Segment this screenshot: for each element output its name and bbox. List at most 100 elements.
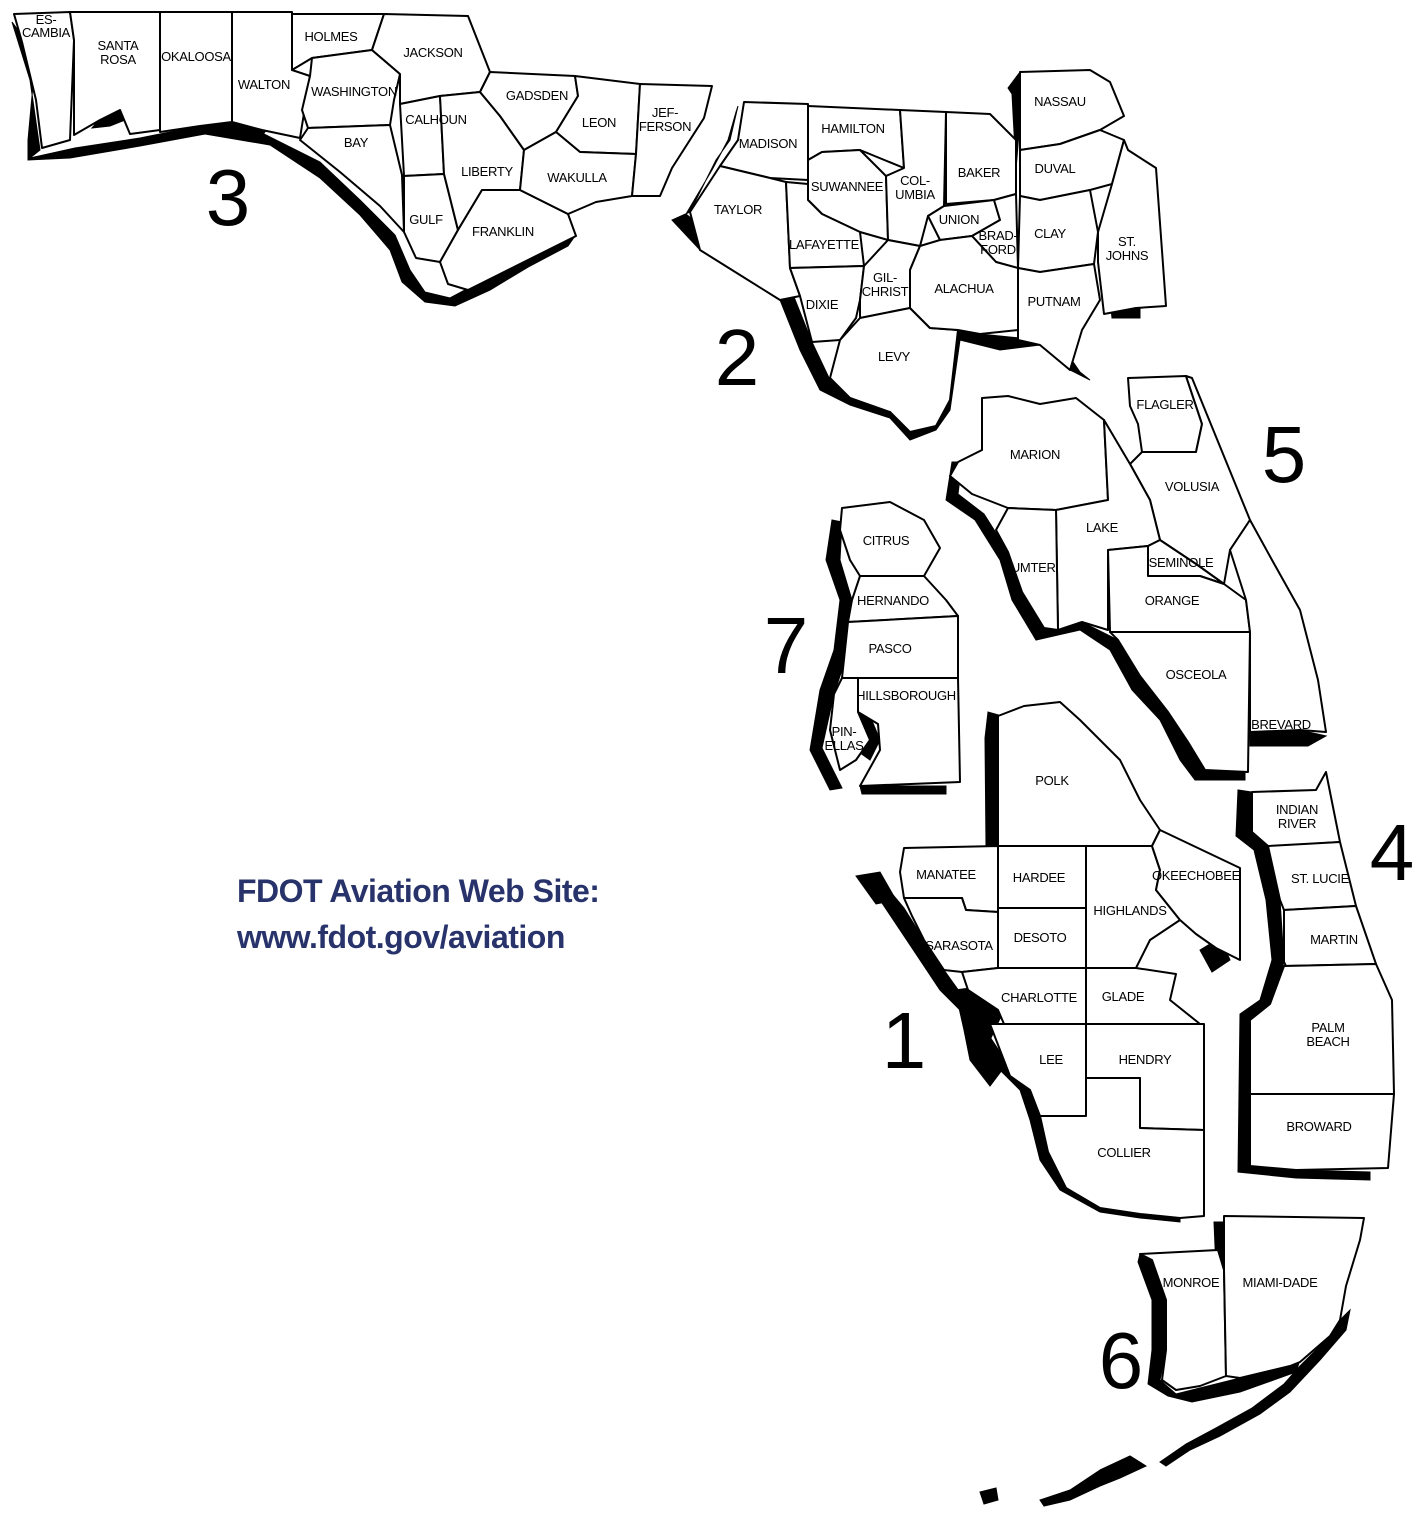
- county-label-gadsden: GADSDEN: [506, 88, 568, 103]
- county-polk: [997, 701, 1161, 847]
- county-label-polk: POLK: [1035, 773, 1069, 788]
- county-label-dixie: DIXIE: [806, 297, 839, 312]
- county-putnam: [1017, 263, 1101, 371]
- county-label-columbia: COL-UMBIA: [895, 173, 935, 202]
- county-label-gilchrist: GIL-CHRIST: [862, 270, 909, 299]
- county-label-jefferson: JEF-FERSON: [639, 105, 691, 134]
- county-label-bradford: BRAD-FORD: [979, 228, 1018, 257]
- district-number-6: 6: [1099, 1316, 1144, 1405]
- county-label-sumter: SUMTER: [1002, 560, 1055, 575]
- district-number-4: 4: [1370, 808, 1415, 897]
- district-2-region: [671, 69, 1167, 441]
- county-label-monroe: MONROE: [1163, 1275, 1220, 1290]
- county-label-hamilton: HAMILTON: [821, 121, 885, 136]
- county-label-collier: COLLIER: [1097, 1145, 1151, 1160]
- district-number-2: 2: [715, 313, 760, 402]
- county-label-pinellas: PIN-ELLAS: [825, 724, 865, 753]
- county-miami-dade: [1223, 1215, 1365, 1379]
- county-label-hernando: HERNANDO: [857, 593, 929, 608]
- county-calhoun: [399, 95, 445, 177]
- district-7-coastline: [809, 519, 853, 791]
- county-label-desoto: DESOTO: [1014, 930, 1067, 945]
- county-monroe: [1139, 1249, 1227, 1391]
- county-label-holmes: HOLMES: [304, 29, 358, 44]
- county-label-suwannee: SUWANNEE: [811, 179, 884, 194]
- county-brevard: [1229, 519, 1327, 733]
- county-label-bay: BAY: [344, 135, 369, 150]
- county-label-orange: ORANGE: [1145, 593, 1200, 608]
- county-label-hillsborough: HILLSBOROUGH: [856, 688, 956, 703]
- county-label-nassau: NASSAU: [1034, 94, 1086, 109]
- district-numbers: 3 2 5 7 4 1 6: [206, 153, 1415, 1405]
- county-sumter: [995, 507, 1059, 631]
- county-label-martin: MARTIN: [1310, 932, 1358, 947]
- county-pinellas: [829, 677, 871, 771]
- county-label-putnam: PUTNAM: [1027, 294, 1080, 309]
- county-label-taylor: TAYLOR: [714, 202, 762, 217]
- county-label-jackson: JACKSON: [403, 45, 462, 60]
- county-label-st-lucie: ST. LUCIE: [1291, 871, 1350, 886]
- county-alachua: [909, 235, 1019, 335]
- county-label-union: UNION: [939, 212, 979, 227]
- county-label-washington: WASHINGTON: [311, 84, 397, 99]
- county-label-hendry: HENDRY: [1119, 1052, 1172, 1067]
- county-label-pasco: PASCO: [868, 641, 911, 656]
- district-number-3: 3: [206, 153, 251, 242]
- county-label-marion: MARION: [1010, 447, 1060, 462]
- county-label-franklin: FRANKLIN: [472, 224, 534, 239]
- county-baker: [945, 111, 1017, 205]
- district-3-region: [11, 11, 713, 307]
- county-okaloosa: [159, 11, 233, 133]
- county-label-sarasota: SARASOTA: [925, 938, 993, 953]
- county-broward: [1249, 1093, 1395, 1171]
- county-label-madison: MADISON: [739, 136, 798, 151]
- district-number-5: 5: [1262, 410, 1307, 499]
- district-6-region: [979, 1215, 1365, 1507]
- district-5-region: [945, 375, 1328, 781]
- county-collier: [1039, 1077, 1205, 1219]
- county-label-broward: BROWARD: [1286, 1119, 1351, 1134]
- county-label-st-johns: ST.JOHNS: [1106, 234, 1149, 263]
- county-okeechobee: [1151, 829, 1241, 961]
- county-label-highlands: HIGHLANDS: [1093, 903, 1167, 918]
- county-label-miami-dade: MIAMI-DADE: [1242, 1275, 1318, 1290]
- district-number-7: 7: [764, 601, 809, 690]
- county-jefferson: [631, 83, 713, 197]
- county-label-hardee: HARDEE: [1013, 870, 1066, 885]
- county-label-okeechobee: OKEECHOBEE: [1152, 868, 1241, 883]
- county-label-calhoun: CALHOUN: [405, 112, 466, 127]
- district-4-region: [1235, 771, 1395, 1181]
- county-label-charlotte: CHARLOTTE: [1001, 990, 1078, 1005]
- county-label-lafayette: LAFAYETTE: [789, 237, 860, 252]
- county-label-flagler: FLAGLER: [1136, 397, 1193, 412]
- county-label-baker: BAKER: [958, 165, 1001, 180]
- county-hillsborough: [857, 677, 961, 787]
- county-label-leon: LEON: [582, 115, 616, 130]
- county-label-levy: LEVY: [878, 349, 911, 364]
- county-label-clay: CLAY: [1034, 226, 1066, 241]
- county-label-lee: LEE: [1039, 1052, 1063, 1067]
- county-label-duval: DUVAL: [1035, 161, 1076, 176]
- district-number-1: 1: [882, 996, 927, 1085]
- county-label-okaloosa: OKALOOSA: [161, 49, 231, 64]
- county-label-seminole: SEMINOLE: [1149, 555, 1214, 570]
- site-title: FDOT Aviation Web Site:: [237, 873, 600, 909]
- site-url[interactable]: www.fdot.gov/aviation: [237, 919, 565, 955]
- county-st-johns: [1097, 139, 1167, 315]
- district-1-region: [855, 701, 1241, 1223]
- county-label-gulf: GULF: [409, 212, 443, 227]
- county-label-manatee: MANATEE: [916, 867, 976, 882]
- district-6-keys: [979, 1308, 1351, 1507]
- county-label-glade: GLADE: [1102, 989, 1145, 1004]
- county-taylor: [689, 165, 801, 301]
- county-label-brevard: BREVARD: [1251, 717, 1311, 732]
- county-label-escambia: ES-CAMBIA: [22, 12, 71, 40]
- county-label-liberty: LIBERTY: [461, 164, 513, 179]
- county-label-osceola: OSCEOLA: [1166, 667, 1227, 682]
- county-label-alachua: ALACHUA: [934, 281, 994, 296]
- county-label-lake: LAKE: [1086, 520, 1119, 535]
- county-label-wakulla: WAKULLA: [547, 170, 607, 185]
